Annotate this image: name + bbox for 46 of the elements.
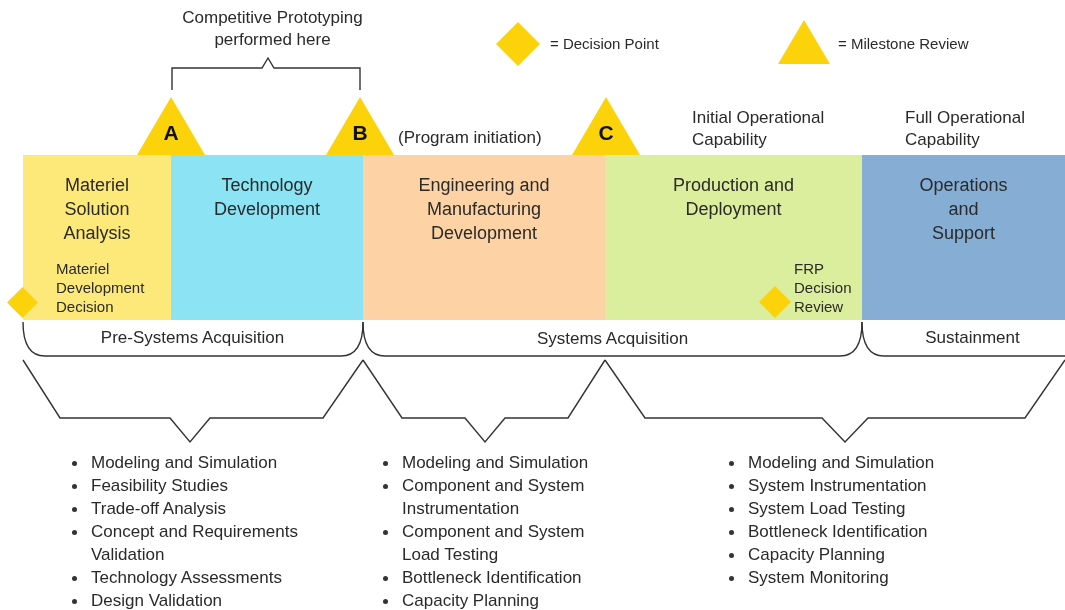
phase-box <box>171 155 363 320</box>
list-item: Capacity Planning <box>402 590 541 610</box>
phase-name: Operations and Support <box>918 174 1009 245</box>
milestone-letter: C <box>597 121 615 145</box>
list-item: Trade-off Analysis <box>91 498 228 520</box>
annotation-text: Initial Operational Capability <box>692 107 826 151</box>
milestone-triangle <box>137 97 205 155</box>
milestone-letter: A <box>162 121 180 145</box>
legend-text: = Decision Point <box>550 34 659 54</box>
milestone-letter: B <box>351 121 369 145</box>
phase-name: Engineering and Manufacturing Development <box>417 174 551 245</box>
decision-diamond <box>759 286 791 318</box>
annotation-text: Full Operational Capability <box>905 107 1026 151</box>
list-item: Modeling and Simulation <box>402 452 590 474</box>
decision-caption: Materiel Development Decision <box>56 259 146 316</box>
phase-name: Materiel Solution Analysis <box>62 174 132 245</box>
milestone-triangle <box>572 97 640 155</box>
list-item: Technology Assessments <box>91 567 283 589</box>
group-label: Pre-Systems Acquisition <box>99 327 286 349</box>
phase-box <box>23 155 171 320</box>
annotation-text: (Program initiation) <box>398 127 543 149</box>
list-item: Component and System Load Testing <box>402 521 586 566</box>
phase-name: Production and Deployment <box>671 174 796 221</box>
phase-box <box>862 155 1065 320</box>
list-item: Bottleneck Identification <box>748 521 929 543</box>
milestone-triangle <box>326 97 394 155</box>
list-item: System Load Testing <box>748 498 907 520</box>
list-item: System Instrumentation <box>748 475 928 497</box>
group-label: Sustainment <box>924 327 1021 349</box>
list-item: Concept and Requirements Validation <box>91 521 299 566</box>
list-item: Component and System Instrumentation <box>402 475 586 520</box>
group-label: Systems Acquisition <box>535 328 690 350</box>
legend-text: = Milestone Review <box>838 34 969 54</box>
decision-caption: FRP Decision Review <box>794 259 853 316</box>
list-item: Modeling and Simulation <box>91 452 279 474</box>
list-item: Capacity Planning <box>748 544 887 566</box>
list-item: Feasibility Studies <box>91 475 229 497</box>
list-item: Design Validation <box>91 590 224 610</box>
phase-box <box>363 155 605 320</box>
list-item: System Monitoring <box>748 567 890 589</box>
annotation-text: Competitive Prototyping performed here <box>181 7 364 51</box>
phase-box <box>605 155 862 320</box>
list-item: Bottleneck Identification <box>402 567 583 589</box>
decision-diamond <box>7 287 38 318</box>
list-item: Modeling and Simulation <box>748 452 936 474</box>
phase-name: Technology Development <box>212 174 322 221</box>
